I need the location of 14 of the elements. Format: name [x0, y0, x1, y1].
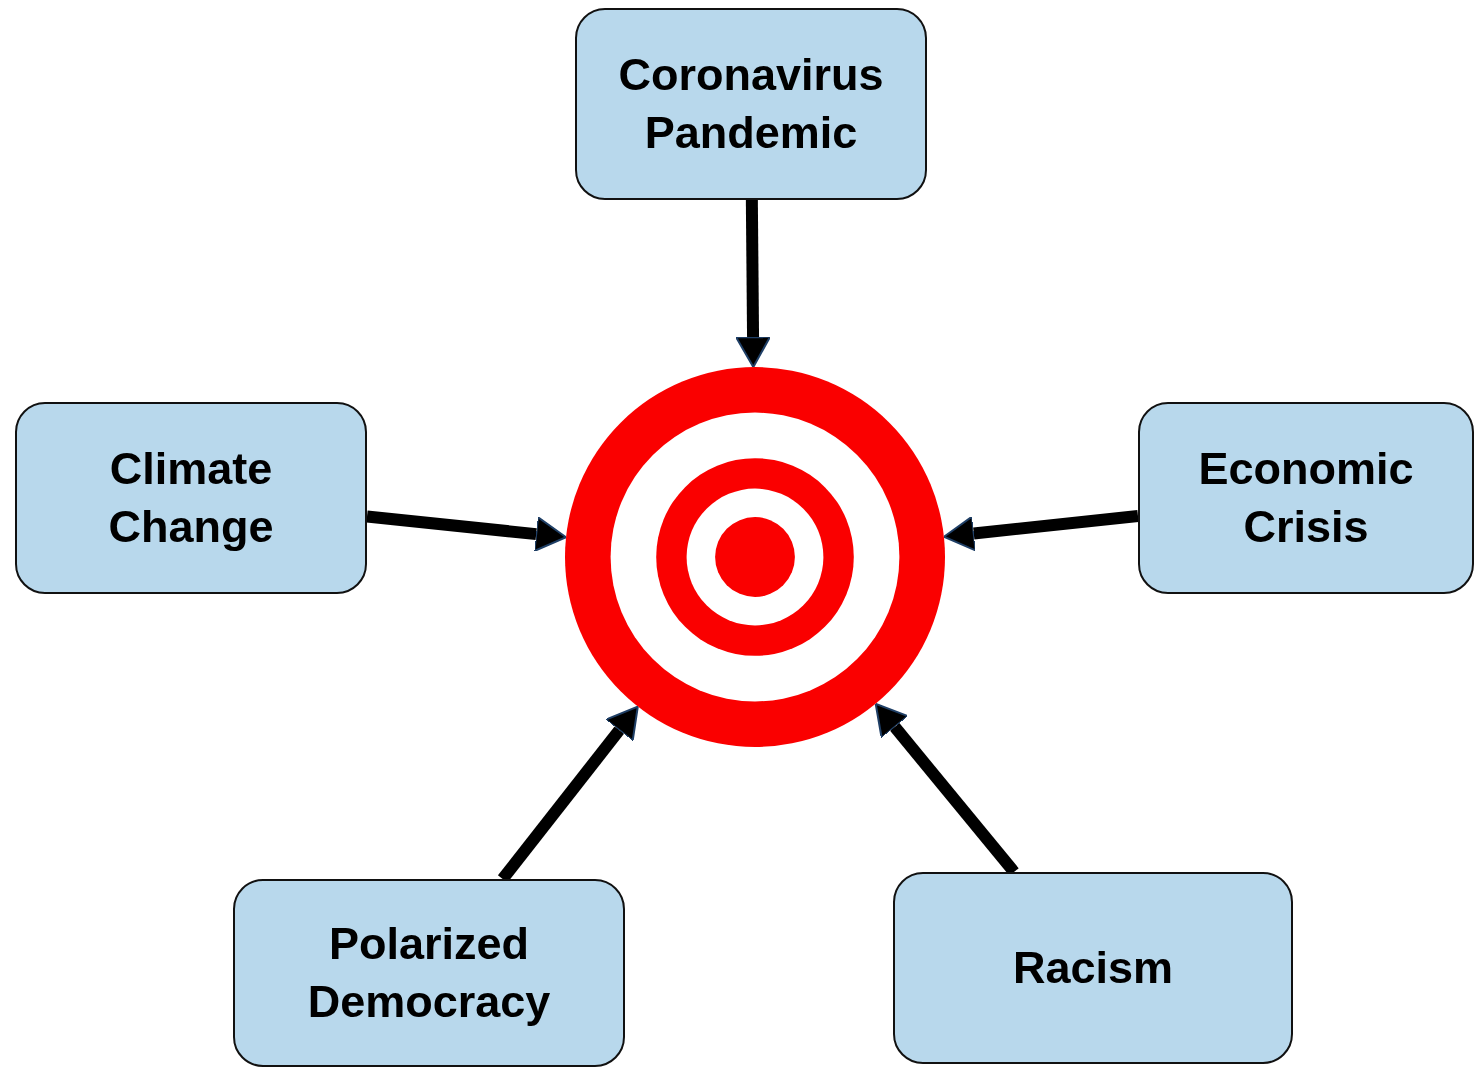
arrow: [735, 199, 772, 368]
topic-label: Polarized Democracy: [306, 917, 552, 1029]
topic-box: [1138, 402, 1474, 594]
topic-label: Coronavirus Pandemic: [617, 48, 885, 160]
topic-label: Racism: [1012, 941, 1174, 995]
topic-box: [893, 872, 1293, 1064]
topic-label: Climate Change: [107, 442, 275, 554]
topic-box: [15, 402, 367, 594]
topic-label: Economic Crisis: [1197, 442, 1415, 554]
topic-box: [575, 8, 927, 200]
arrow: [366, 510, 568, 552]
picture: [565, 367, 945, 747]
topic-box: [233, 879, 625, 1067]
arrow: [942, 510, 1139, 552]
